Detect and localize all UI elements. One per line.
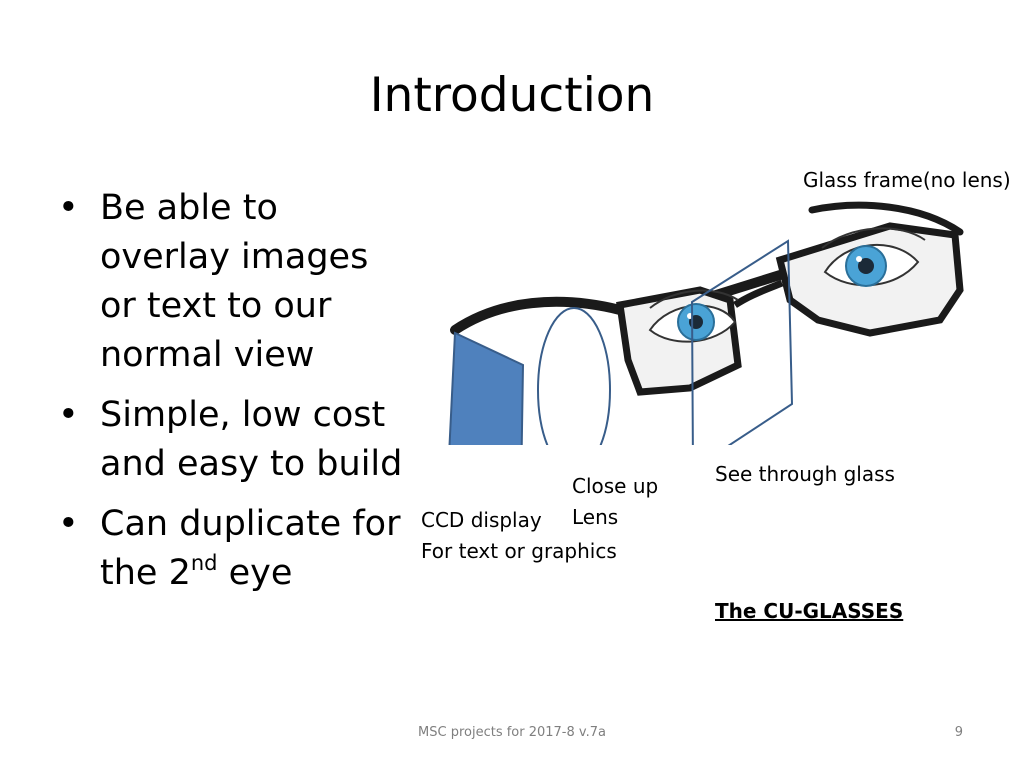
bullet-text: Simple, low cost and easy to build bbox=[100, 395, 403, 484]
close-up-lens-shape bbox=[537, 307, 611, 445]
close-up-lens-label-line1: Close up bbox=[572, 474, 659, 498]
see-through-glass-label: See through glass bbox=[715, 462, 895, 486]
ccd-display-shape bbox=[448, 331, 525, 445]
bullet-item: Simple, low cost and easy to build bbox=[58, 391, 408, 489]
close-up-lens-label-line2: Lens bbox=[572, 505, 619, 529]
glasses-illustration bbox=[448, 201, 964, 445]
glass-frame-label: Glass frame(no lens) bbox=[803, 168, 1011, 192]
ccd-display-label-line1: CCD display bbox=[421, 508, 542, 532]
cu-glasses-caption: The CU-GLASSES bbox=[715, 599, 904, 623]
bullet-list: Be able to overlay images or text to our… bbox=[58, 184, 408, 609]
slide-title: Introduction bbox=[369, 68, 655, 123]
ordinal-superscript: nd bbox=[190, 551, 218, 575]
page-number: 9 bbox=[954, 725, 963, 740]
see-through-glass-shape bbox=[690, 239, 794, 445]
slide-footer: MSC projects for 2017-8 v.7a bbox=[418, 725, 606, 740]
ccd-display-label-line2: For text or graphics bbox=[421, 539, 617, 563]
bullet-item: Be able to overlay images or text to our… bbox=[58, 184, 408, 380]
bullet-text-end: eye bbox=[217, 553, 293, 593]
bullet-text: Be able to overlay images or text to our… bbox=[100, 188, 369, 375]
bullet-text: Can duplicate for the 2 bbox=[100, 504, 401, 593]
bullet-item: Can duplicate for the 2nd eye bbox=[58, 500, 408, 598]
glasses-frame-image bbox=[450, 201, 964, 396]
